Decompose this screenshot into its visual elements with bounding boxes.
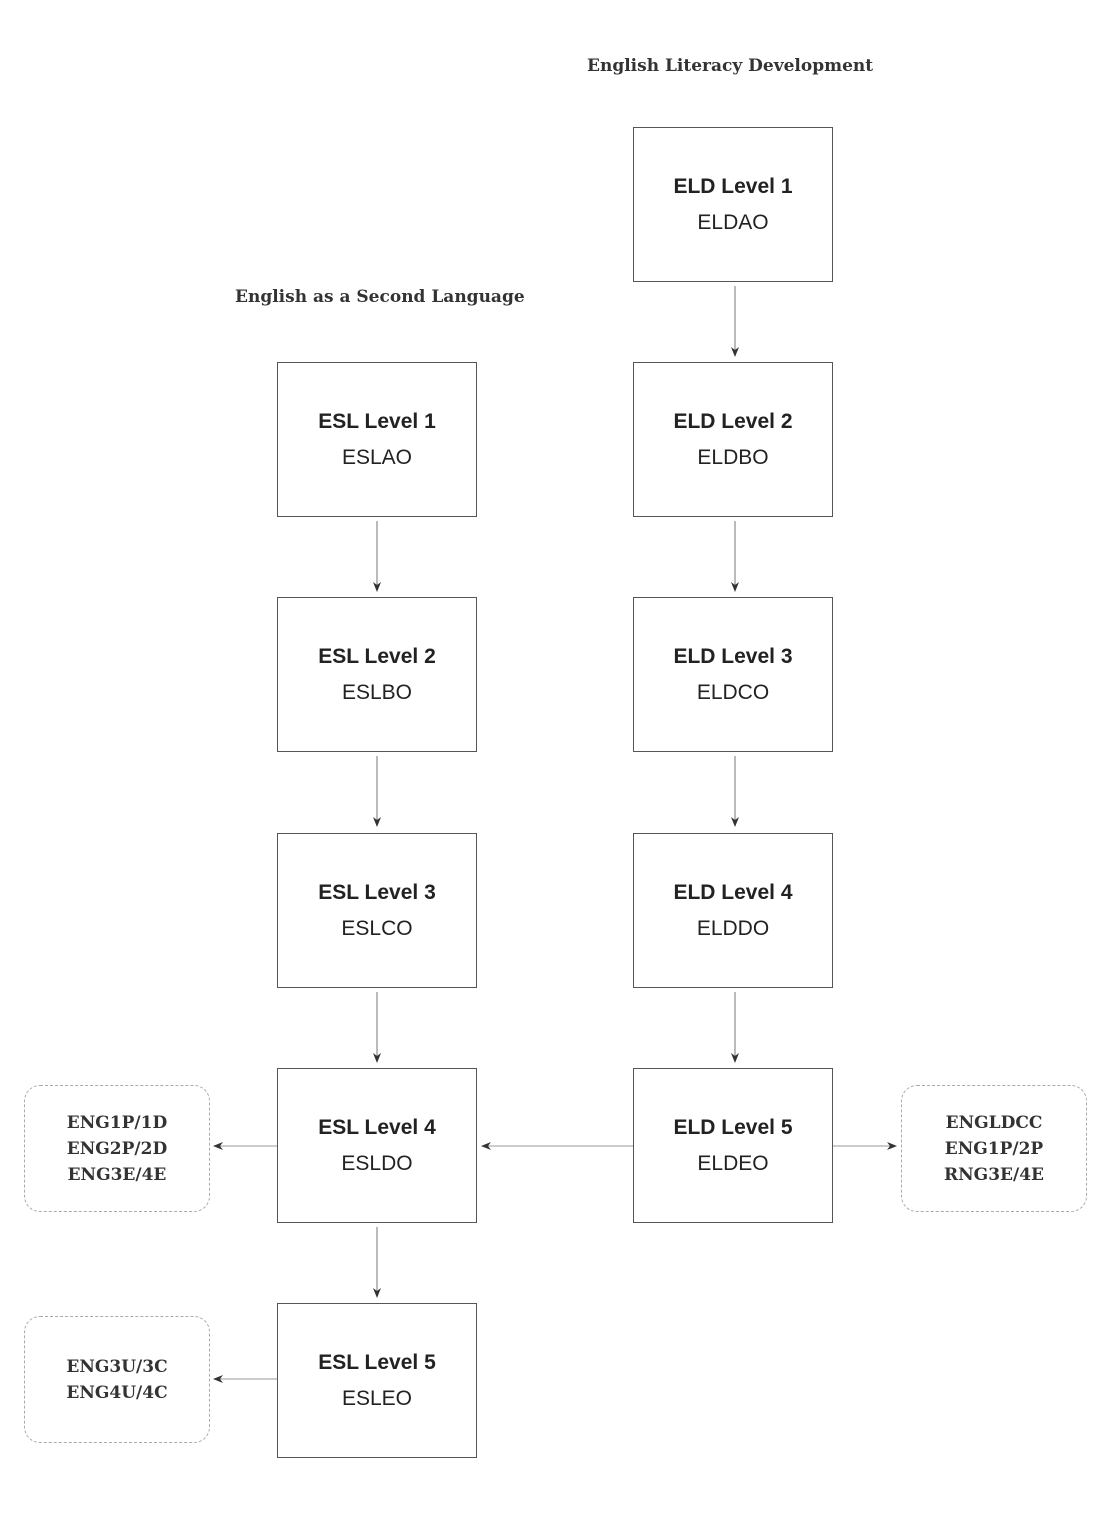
outcome-course: ENGLDCC xyxy=(945,1112,1043,1133)
box-code: ESLEO xyxy=(341,1387,413,1410)
eld-level-3-box: ELD Level 3 ELDCO xyxy=(633,597,833,752)
eld-level-1-box: ELD Level 1 ELDAO xyxy=(633,127,833,282)
eld-level-5-box: ELD Level 5 ELDEO xyxy=(633,1068,833,1223)
outcome-course: ENG1P/1D xyxy=(66,1112,168,1133)
box-title: ELD Level 3 xyxy=(673,645,793,668)
outcome-course: ENG1P/2P xyxy=(944,1138,1044,1159)
outcome-course: ENG3U/3C xyxy=(66,1356,168,1377)
box-code: ESLCO xyxy=(341,917,413,940)
box-code: ESLAO xyxy=(341,446,413,469)
esl5-outcomes-box: ENG3U/3C ENG4U/4C xyxy=(24,1316,210,1443)
box-title: ELD Level 5 xyxy=(673,1116,793,1139)
outcome-course: ENG3E/4E xyxy=(67,1164,167,1185)
esl-level-4-box: ESL Level 4 ESLDO xyxy=(277,1068,477,1223)
outcome-course: ENG2P/2D xyxy=(66,1138,168,1159)
box-code: ELDEO xyxy=(697,1152,769,1175)
box-title: ELD Level 2 xyxy=(673,410,793,433)
esl-level-2-box: ESL Level 2 ESLBO xyxy=(277,597,477,752)
box-code: ESLDO xyxy=(341,1152,413,1175)
eld-level-4-box: ELD Level 4 ELDDO xyxy=(633,833,833,988)
esl4-outcomes-box: ENG1P/1D ENG2P/2D ENG3E/4E xyxy=(24,1085,210,1212)
outcome-course: ENG4U/4C xyxy=(66,1382,168,1403)
eld-level-2-box: ELD Level 2 ELDBO xyxy=(633,362,833,517)
esl-level-3-box: ESL Level 3 ESLCO xyxy=(277,833,477,988)
outcome-course: RNG3E/4E xyxy=(944,1164,1044,1185)
box-title: ESL Level 4 xyxy=(318,1116,436,1139)
esl-level-1-box: ESL Level 1 ESLAO xyxy=(277,362,477,517)
box-code: ESLBO xyxy=(341,681,413,704)
box-title: ESL Level 5 xyxy=(318,1351,436,1374)
box-title: ELD Level 1 xyxy=(673,175,793,198)
box-title: ELD Level 4 xyxy=(673,881,793,904)
eld5-outcomes-box: ENGLDCC ENG1P/2P RNG3E/4E xyxy=(901,1085,1087,1212)
box-code: ELDCO xyxy=(696,681,770,704)
box-title: ESL Level 3 xyxy=(318,881,436,904)
esl-heading: English as a Second Language xyxy=(235,287,525,307)
box-title: ESL Level 1 xyxy=(318,410,436,433)
esl-level-5-box: ESL Level 5 ESLEO xyxy=(277,1303,477,1458)
box-code: ELDDO xyxy=(696,917,770,940)
box-code: ELDAO xyxy=(697,211,769,234)
eld-heading: English Literacy Development xyxy=(587,56,874,76)
box-title: ESL Level 2 xyxy=(318,645,436,668)
box-code: ELDBO xyxy=(697,446,769,469)
